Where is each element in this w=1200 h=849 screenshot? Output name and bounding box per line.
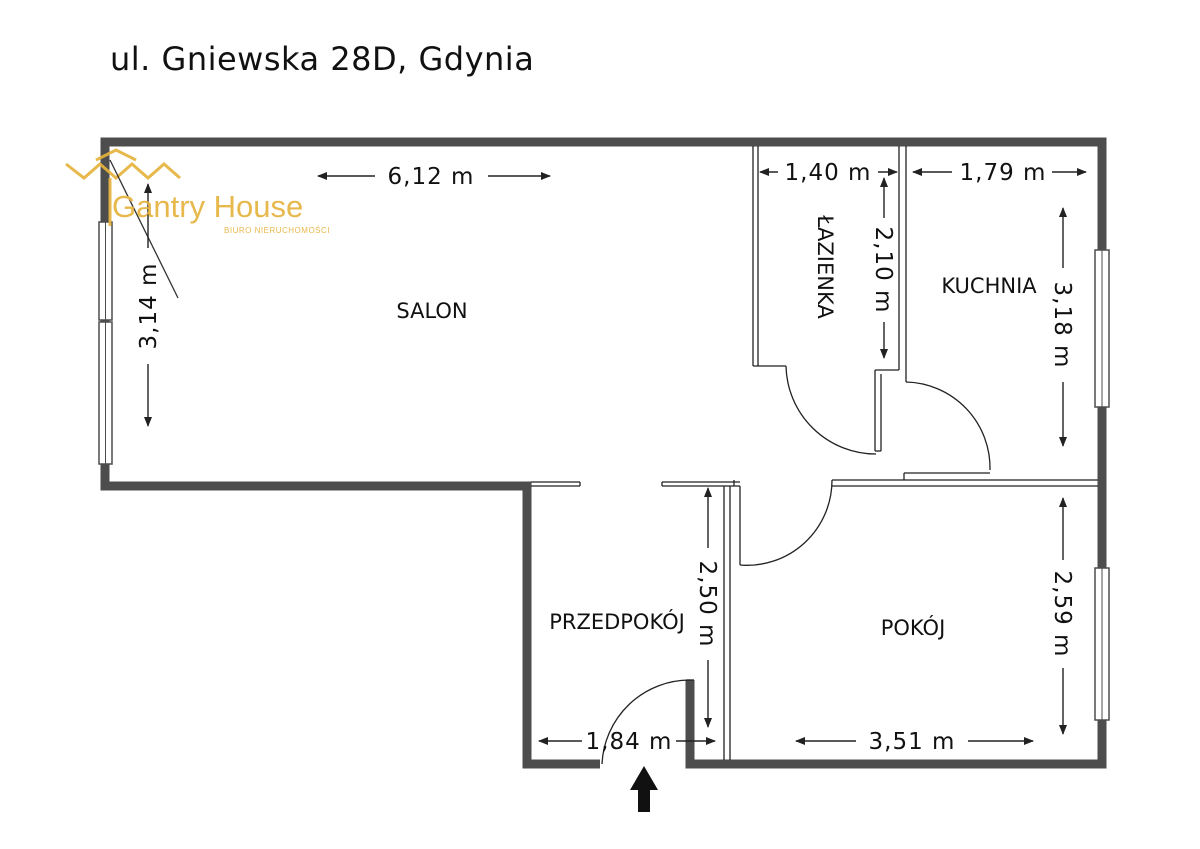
- dim-pokoj-width: 3,51 m: [869, 729, 956, 755]
- room-label-lazienka: ŁAZIENKA: [813, 214, 837, 319]
- gantry-house-logo: Gantry House BIURO NIERUCHOMOŚCI: [65, 148, 330, 299]
- logo-roof-icon: [65, 148, 181, 299]
- plan-title: ul. Gniewska 28D, Gdynia: [110, 40, 535, 78]
- dim-pokoj-height: 2,59 m: [1049, 571, 1075, 658]
- door-lazienka-swing: [785, 365, 877, 455]
- doors: [601, 365, 991, 765]
- dim-salon-width: 6,12 m: [388, 164, 475, 190]
- logo-subtitle: BIURO NIERUCHOMOŚCI: [224, 226, 330, 235]
- dimension-lines: [144, 168, 1087, 745]
- logo-name: Gantry House: [112, 189, 303, 224]
- dim-kuchnia-height: 3,18 m: [1049, 282, 1075, 369]
- interior-walls: [531, 146, 1098, 760]
- dim-lazienka-height: 2,10 m: [870, 227, 896, 314]
- outer-walls: [100, 137, 1107, 769]
- dim-lazienka-width: 1,40 m: [785, 160, 872, 186]
- door-entrance-swing: [601, 679, 691, 765]
- door-pokoj-swing: [739, 479, 833, 566]
- dim-przedpokoj-width: 1,84 m: [586, 729, 673, 755]
- outer-wall-bottom-left: [100, 463, 600, 769]
- dim-kuchnia-width: 1,79 m: [960, 160, 1047, 186]
- outer-wall-bottom-right: [685, 680, 1107, 769]
- outer-wall-top-left: [100, 137, 1107, 250]
- dim-salon-height: 3,14 m: [136, 263, 162, 350]
- room-label-pokoj: POKÓJ: [881, 615, 946, 640]
- door-kuchnia-swing: [905, 381, 991, 471]
- windows: [98, 221, 1110, 721]
- room-label-kuchnia: KUCHNIA: [941, 274, 1037, 298]
- entrance-arrow-icon: [630, 766, 658, 812]
- room-label-salon: SALON: [396, 299, 467, 323]
- room-label-przedpokoj: PRZEDPOKÓJ: [549, 609, 685, 634]
- dim-przedpokoj-height: 2,50 m: [694, 561, 720, 648]
